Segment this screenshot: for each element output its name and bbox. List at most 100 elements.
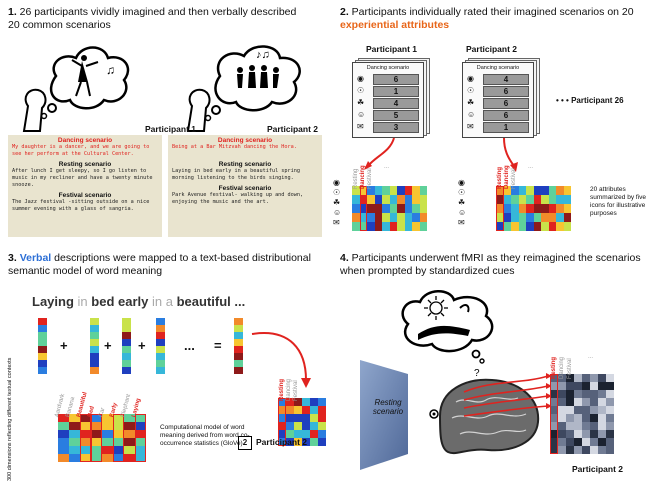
heatmap-cell	[533, 195, 541, 204]
rating-row: ☉6	[467, 86, 529, 97]
matrix-cell	[135, 454, 146, 462]
ellipsis: ...	[588, 354, 594, 360]
heatmap-cell	[598, 430, 606, 438]
heatmap-cell	[563, 204, 571, 213]
heatmap-cell	[574, 382, 582, 390]
vector-cell	[156, 353, 165, 360]
model-note: Computational model of word meaning deri…	[160, 424, 250, 447]
vector-cell	[38, 360, 47, 367]
vector-cell	[234, 346, 243, 353]
heatmap-cell	[606, 398, 614, 406]
heatmap-cell	[310, 422, 318, 430]
vector-cell	[122, 325, 131, 332]
heatmap-cell	[556, 222, 564, 231]
heatmap-cell	[352, 213, 360, 222]
dims-label: 300 dimensions reflecting different text…	[7, 357, 13, 481]
dancing-heading: Dancing scenario	[57, 137, 113, 144]
matrix-cell	[113, 438, 124, 446]
heatmap-cell	[404, 195, 412, 204]
vector-cell	[90, 318, 99, 325]
matrix-cell	[124, 438, 135, 446]
attribute-icon: ☉	[357, 86, 365, 95]
matrix-cell	[80, 438, 91, 446]
heatmap-cell	[550, 446, 558, 454]
matrix-cell	[80, 446, 91, 454]
vector-cell	[122, 360, 131, 367]
svg-text:♫: ♫	[106, 63, 115, 77]
rating-row: ✉1	[467, 122, 529, 133]
cue-text: Resting scenario	[372, 398, 404, 416]
rating-row: ✉3	[357, 122, 419, 133]
heatmap-cell	[359, 222, 367, 231]
heatmap-cell	[404, 213, 412, 222]
heatmap-cell	[582, 422, 590, 430]
heatmap-cell	[294, 438, 302, 446]
attribute-icon: ☺	[357, 110, 366, 119]
heatmap-cell	[598, 406, 606, 414]
brain-icon: ?	[429, 368, 540, 455]
vector-cell	[122, 367, 131, 374]
vector-cell	[38, 367, 47, 374]
rating-row: ☘4	[357, 98, 419, 109]
rating-row: ◉6	[357, 74, 419, 85]
heatmap-cell	[526, 204, 534, 213]
vector-cell	[38, 346, 47, 353]
heatmap-cell	[590, 382, 598, 390]
rating-row: ☉1	[357, 86, 419, 97]
highlight-column	[550, 374, 558, 454]
matrix-cell	[135, 446, 146, 454]
heatmap-cell	[574, 438, 582, 446]
vector-cell	[234, 318, 243, 325]
festival-text: Park Avenue festival- walking up and dow…	[172, 192, 304, 205]
matrix-cell	[91, 454, 102, 462]
heatmap-cell	[582, 382, 590, 390]
heatmap-cell	[574, 406, 582, 414]
participant-badge: 2	[238, 436, 252, 450]
heatmap-cell	[389, 222, 397, 231]
heatmap-cell	[598, 446, 606, 454]
matrix-cell	[69, 422, 80, 430]
panel3-title: 3. Verbal descriptions were mapped to a …	[8, 252, 311, 277]
panel1-title: 1. 26 participants vividly imagined and …	[8, 6, 297, 31]
vector-cell	[156, 318, 165, 325]
heatmap-cell	[310, 438, 318, 446]
rating-value: 6	[373, 74, 419, 85]
vector-cell	[156, 332, 165, 339]
matrix-cell	[58, 414, 69, 422]
heatmap-cell	[541, 186, 549, 195]
heatmap-cell	[582, 438, 590, 446]
heatmap-cell	[548, 186, 556, 195]
heatmap-cell	[278, 430, 286, 438]
heatmap-cell	[412, 204, 420, 213]
heatmap-cell	[412, 222, 420, 231]
heatmap-cell	[606, 390, 614, 398]
vector-cell	[90, 339, 99, 346]
ellipsis: ...	[528, 164, 534, 170]
highlight-column	[113, 414, 124, 462]
arrow-icon	[503, 137, 518, 172]
vector-cell	[90, 353, 99, 360]
heatmap-cell	[558, 446, 566, 454]
heatmap-cell	[359, 195, 367, 204]
heatmap-cell	[367, 186, 375, 195]
sheet-title: Dancing scenario	[366, 65, 410, 71]
matrix-cell	[80, 414, 91, 422]
heatmap-cell	[590, 374, 598, 382]
attribute-icon: ☉	[467, 86, 475, 95]
heatmap-cell	[389, 186, 397, 195]
matrix-cell	[69, 430, 80, 438]
heatmap-cell	[318, 438, 326, 446]
rating-sheets-p1: Dancing scenario ◉6☉1☘4☺5✉3	[352, 58, 430, 138]
heatmap-cell	[556, 213, 564, 222]
col-label-festival-2: Festival	[511, 168, 517, 189]
heatmap-cell	[590, 414, 598, 422]
dancing-text: My daughter is a dancer, and we are goin…	[12, 144, 150, 157]
participant-26-label: • • • Participant 26	[556, 96, 624, 105]
col-label-dancing: Dancing	[360, 165, 366, 189]
heatmap-cell	[606, 406, 614, 414]
sentence: Laying in bed early in a beautiful ...	[32, 294, 246, 309]
heatmap-cell	[574, 414, 582, 422]
heatmap-cell	[548, 195, 556, 204]
heatmap-cell	[374, 186, 382, 195]
matrix-cell	[124, 422, 135, 430]
